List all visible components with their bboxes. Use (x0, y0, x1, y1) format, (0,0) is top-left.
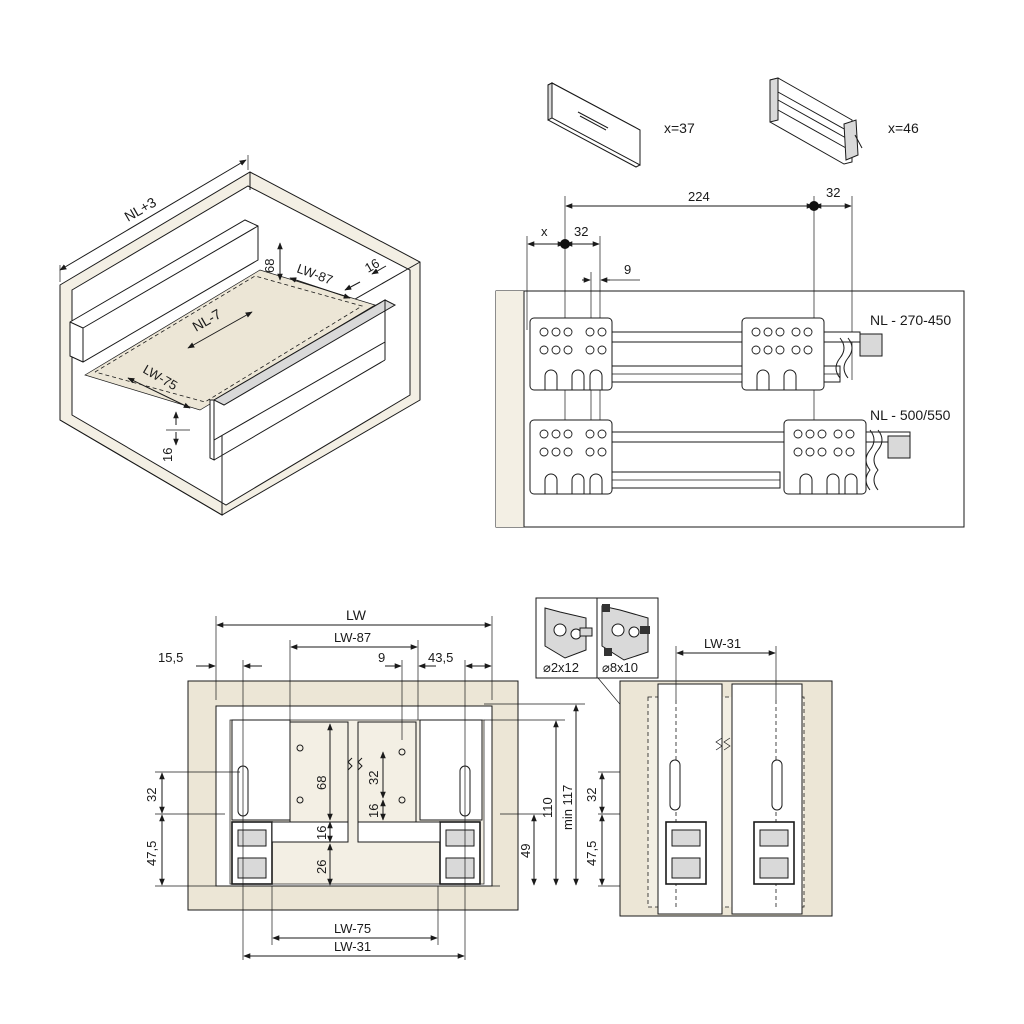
screw-inset: ⌀2x12 ⌀8x10 (535, 597, 672, 766)
front-section-view: LW LW-87 15,5 9 43,5 32 47,5 68 16 26 (144, 607, 668, 960)
front-dim-68: 68 (314, 776, 329, 790)
iso-dim-68: 68 (262, 259, 277, 273)
front-panel-options: x=37 x=46 (547, 77, 919, 168)
front-dim-16-mid: 16 (366, 804, 381, 818)
runner-dim-32-right: 32 (826, 185, 840, 200)
front-dim-47-5-left: 47,5 (144, 841, 159, 866)
bracket-screw-icon (544, 607, 593, 659)
front-dim-9: 9 (378, 650, 385, 665)
front-dim-43-5: 43,5 (428, 650, 453, 665)
side-section-view: LW-31 (619, 636, 833, 917)
front-dim-110: 110 (540, 797, 555, 818)
screw-label-2x12: ⌀2x12 (543, 660, 579, 675)
front-dim-49: 49 (518, 844, 533, 858)
front-dim-32-right: 32 (584, 788, 599, 802)
panel-label-x46: x=46 (888, 120, 919, 136)
bracket-holes (539, 327, 855, 457)
front-lw-minus-75: LW-75 (334, 921, 371, 936)
iso-nl-plus-3: NL+3 (122, 194, 160, 225)
panel-label-x37: x=37 (664, 120, 695, 136)
runner-nl-short: NL - 270-450 (870, 312, 951, 328)
dowel-screw-icon (601, 604, 650, 661)
front-dim-47-5-right: 47,5 (584, 841, 599, 866)
front-dim-26: 26 (314, 860, 329, 874)
side-lw-minus-31: LW-31 (704, 636, 741, 651)
front-lw-minus-31: LW-31 (334, 939, 371, 954)
runner-dim-224: 224 (688, 189, 710, 204)
runner-view: 224 32 x 32 9 (495, 185, 965, 528)
front-dim-min-117: min 117 (560, 785, 575, 830)
front-lw: LW (346, 607, 367, 623)
runner-dim-32-left: 32 (574, 224, 588, 239)
front-dim-32-left: 32 (144, 788, 159, 802)
iso-dim-16-top: 16 (362, 255, 382, 275)
screw-label-8x10: ⌀8x10 (602, 660, 638, 675)
front-dim-16-left: 16 (314, 826, 329, 840)
front-dim-32-mid: 32 (366, 771, 381, 785)
front-lw-minus-87: LW-87 (334, 630, 371, 645)
runner-dim-x: x (541, 224, 548, 239)
runner-dim-9: 9 (624, 262, 631, 277)
isometric-drawer-view: NL+3 68 LW-87 16 NL-7 LW-75 16 (59, 155, 421, 516)
front-dim-15-5: 15,5 (158, 650, 183, 665)
runner-nl-long: NL - 500/550 (870, 407, 951, 423)
iso-dim-16-bottom: 16 (160, 448, 175, 462)
